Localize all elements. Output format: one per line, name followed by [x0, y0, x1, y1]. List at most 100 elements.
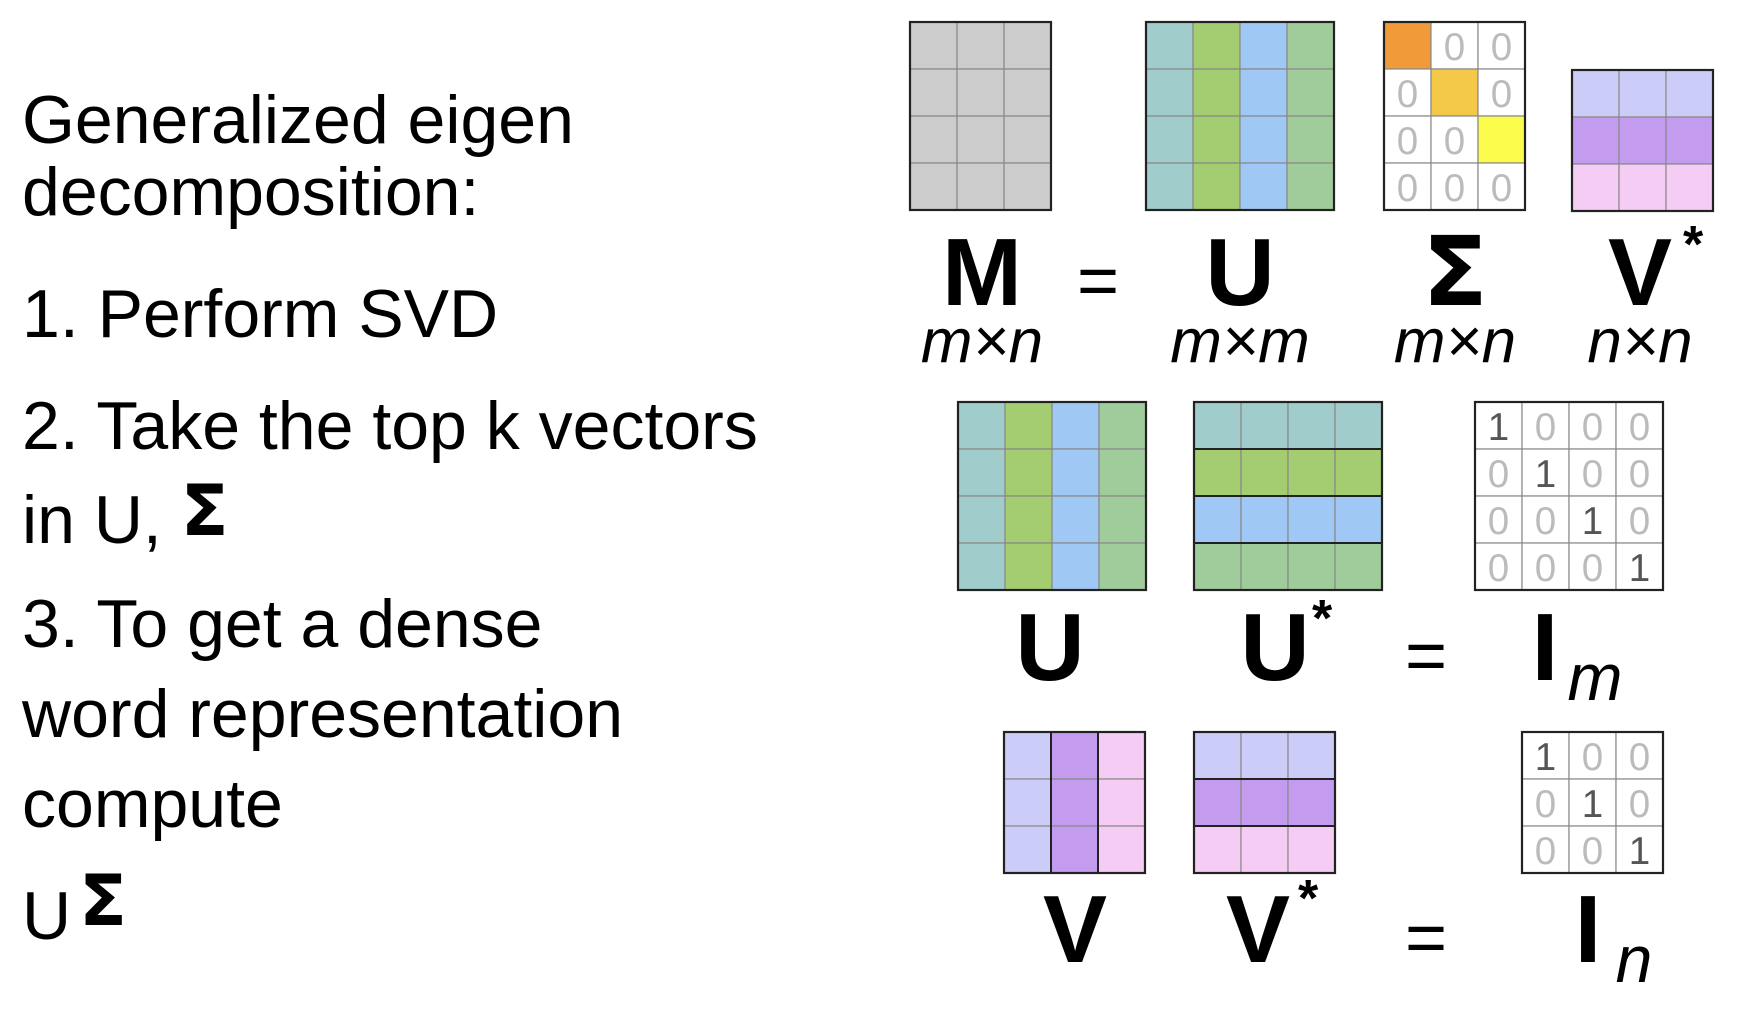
matrix-ustar-cell [1287, 495, 1336, 544]
step-3-line1: 3. To get a dense [22, 586, 543, 662]
label-im-sub: m [1568, 640, 1623, 714]
matrix-in-value: 1 [1629, 830, 1650, 873]
matrix-im-value: 0 [1582, 406, 1603, 449]
matrix-vstar-cell [1665, 163, 1714, 212]
matrix-vstar-2-cell [1193, 825, 1242, 874]
matrix-u-cell [1286, 68, 1335, 117]
matrix-u-cell [1286, 115, 1335, 164]
matrix-ustar-cell [1240, 448, 1289, 497]
matrix-v-border [1002, 730, 1147, 875]
matrix-ustar-cell [1240, 495, 1289, 544]
matrix-in-value: 0 [1582, 736, 1603, 779]
matrix-sigma-value: 0 [1444, 26, 1465, 69]
matrix-im-value: 0 [1535, 406, 1556, 449]
matrix-u-cell [1239, 162, 1288, 211]
matrix-u-2-cell [957, 401, 1006, 450]
matrix-im-value: 1 [1488, 406, 1509, 449]
matrix-in-cell [1615, 825, 1664, 874]
matrix-v-cell [1050, 778, 1099, 827]
matrix-ustar-cell [1193, 495, 1242, 544]
label-m: M [942, 219, 1022, 326]
matrix-im-cell [1615, 542, 1664, 591]
matrix-u-cell [1145, 115, 1194, 164]
matrix-in-cell [1568, 825, 1617, 874]
matrix-v-cell [1097, 825, 1146, 874]
label-in-sub: n [1616, 922, 1653, 996]
matrix-im-cell [1474, 401, 1523, 450]
matrix-im-cell [1568, 495, 1617, 544]
label-vstar-2: V [1226, 876, 1290, 983]
matrix-ustar-cell [1193, 448, 1242, 497]
label-vstar-sup: * [1683, 216, 1704, 274]
matrix-in-value: 1 [1535, 736, 1556, 779]
step-3-line3: compute [22, 766, 283, 842]
matrix-im-value: 0 [1629, 406, 1650, 449]
matrix-ustar-cell [1287, 542, 1336, 591]
label-v: V [1043, 876, 1107, 983]
matrix-v-cell [1097, 731, 1146, 780]
matrix-u-2-cell [1004, 448, 1053, 497]
matrix-u-cell [1239, 21, 1288, 70]
matrix-vstar-2-cell [1240, 825, 1289, 874]
matrix-u-2-cell [1051, 401, 1100, 450]
step-2-line2: in U, Σ [22, 476, 229, 554]
matrix-u-2-cell [1004, 495, 1053, 544]
matrix-u-cell [1239, 68, 1288, 117]
matrix-u-cell [1145, 162, 1194, 211]
matrix-m-cell [909, 21, 958, 70]
matrix-im-cell [1474, 495, 1523, 544]
matrix-im-cell [1568, 448, 1617, 497]
final-sigma: Σ [79, 860, 127, 942]
matrix-sigma-value: 0 [1491, 167, 1512, 210]
matrix-m-cell [1003, 21, 1052, 70]
matrix-m-cell [956, 162, 1005, 211]
matrix-vstar-cell [1571, 163, 1620, 212]
matrix-im-value: 0 [1488, 453, 1509, 496]
matrix-in-value: 0 [1535, 783, 1556, 826]
matrix-vstar-cell [1618, 116, 1667, 165]
final-u: U [22, 878, 72, 954]
dim-u: m×m [1170, 307, 1310, 376]
matrix-vstar-2-border [1192, 730, 1337, 875]
matrix-sigma-value: 0 [1397, 120, 1418, 163]
matrix-ustar-cell [1334, 401, 1383, 450]
label-sigma: Σ [1422, 216, 1488, 328]
label-in: I [1575, 876, 1602, 983]
matrix-ustar-cell [1334, 542, 1383, 591]
matrix-vstar-cell [1665, 116, 1714, 165]
matrix-im-value: 0 [1629, 453, 1650, 496]
step-3-line2: word representation [22, 676, 624, 752]
label-ustar-sup: * [1312, 590, 1333, 648]
matrix-v-cell [1003, 778, 1052, 827]
matrix-u-2-cell [957, 448, 1006, 497]
matrix-ustar-cell [1240, 401, 1289, 450]
matrix-m-cell [956, 21, 1005, 70]
matrix-sigma-cell [1383, 21, 1432, 70]
matrix-sigma-cell [1430, 21, 1479, 70]
matrix-in-cell [1568, 778, 1617, 827]
matrix-u-cell [1286, 162, 1335, 211]
matrix-im-value: 0 [1488, 547, 1509, 590]
matrix-sigma-cell [1477, 115, 1526, 164]
matrix-v-cell [1003, 731, 1052, 780]
matrix-vstar-cell [1665, 69, 1714, 118]
matrix-u-cell [1239, 115, 1288, 164]
matrix-u-2-border [956, 400, 1148, 592]
equals-1: = [1077, 241, 1119, 321]
matrix-im-value: 1 [1535, 453, 1556, 496]
matrix-in-value: 0 [1535, 830, 1556, 873]
matrix-sigma-value: 0 [1397, 167, 1418, 210]
label-u: U [1205, 219, 1274, 326]
matrix-sigma-value: 0 [1444, 120, 1465, 163]
matrix-sigma-value: 0 [1444, 167, 1465, 210]
matrix-u-2-cell [1051, 495, 1100, 544]
matrix-u-2-cell [1098, 401, 1147, 450]
matrix-sigma-value: 0 [1397, 73, 1418, 116]
matrix-u-cell [1286, 21, 1335, 70]
sigma-symbol: Σ [180, 470, 229, 552]
matrix-m-cell [1003, 68, 1052, 117]
matrix-u-cell [1192, 21, 1241, 70]
matrix-u-2-cell [957, 495, 1006, 544]
matrix-sigma-value: 0 [1491, 26, 1512, 69]
